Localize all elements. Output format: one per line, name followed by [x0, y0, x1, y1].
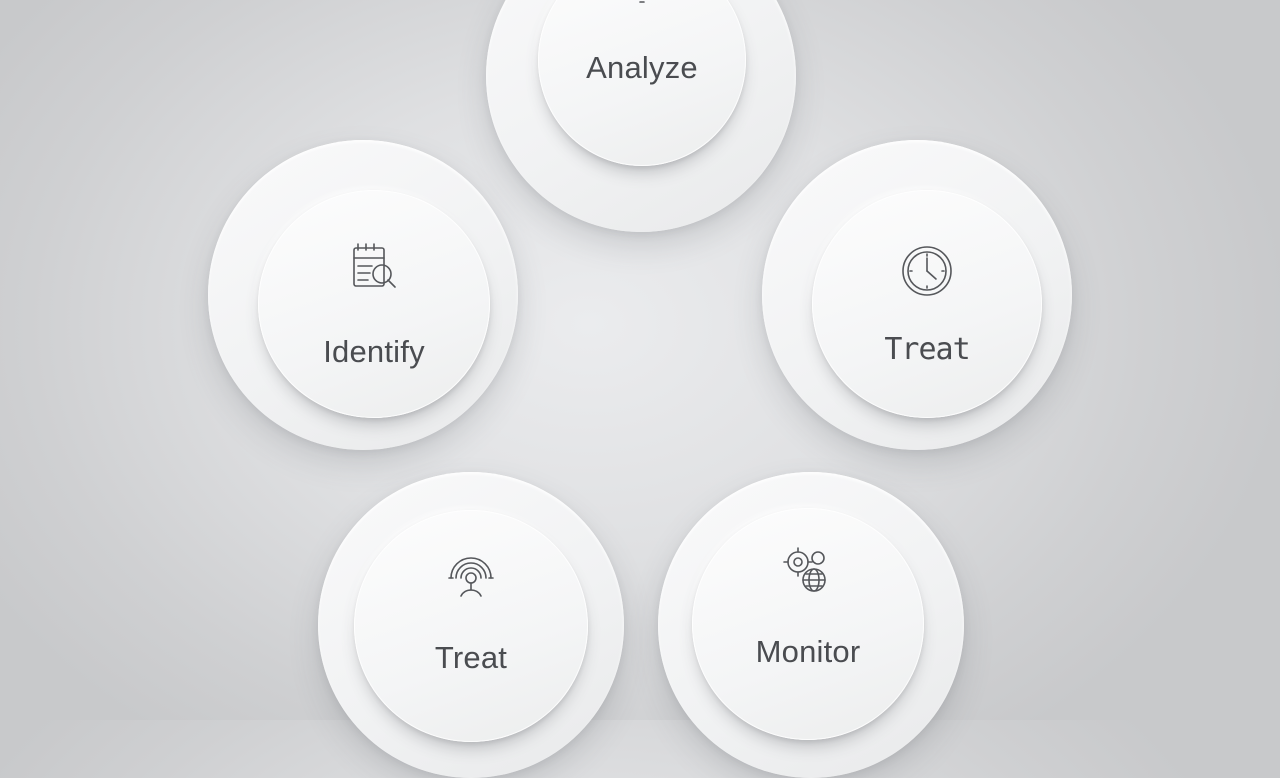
step-monitor: Monitor — [658, 472, 964, 778]
lightbulb-icon — [614, 0, 670, 8]
step-analyze-disc: Analyze — [538, 0, 746, 166]
step-monitor-disc: Monitor — [692, 508, 924, 740]
step-identify: Identify — [208, 140, 518, 450]
clock-icon — [899, 243, 955, 299]
step-treat-label: Treat — [434, 640, 508, 675]
step-treat: Treat — [318, 472, 624, 778]
headset-person-icon — [443, 550, 499, 602]
step-identify-disc: Identify — [258, 190, 490, 418]
step-treat-disc: Treat — [354, 510, 588, 742]
step-treat-top: Treat — [762, 140, 1072, 450]
gears-globe-icon — [780, 544, 836, 596]
step-analyze-label: Analyze — [586, 50, 698, 85]
step-treat-top-label: Treat — [884, 332, 970, 367]
step-analyze: Analyze — [486, 0, 796, 232]
document-search-icon — [346, 242, 402, 294]
step-identify-label: Identify — [323, 333, 425, 369]
step-monitor-label: Monitor — [755, 634, 861, 669]
step-treat-top-disc: Treat — [812, 190, 1042, 418]
